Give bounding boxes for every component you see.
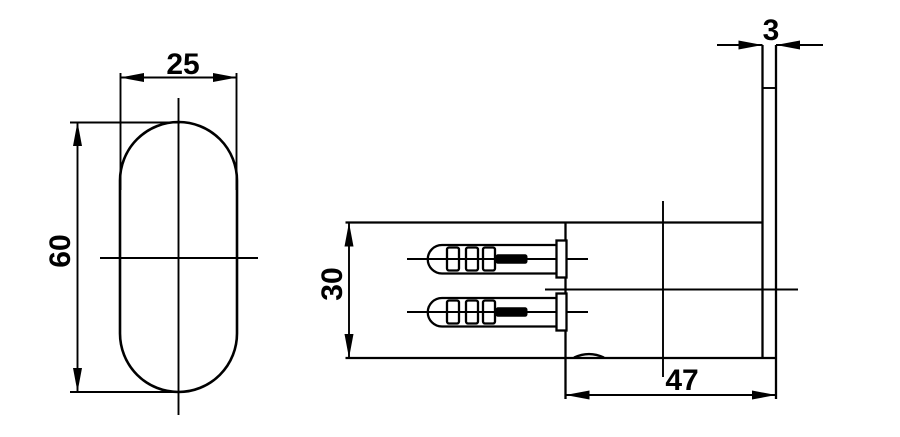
plug-slot-2 (464, 299, 480, 325)
dim-plate-thickness: 3 (717, 14, 823, 50)
dim-height: 60 (44, 121, 180, 393)
arrowhead-up (73, 122, 82, 146)
front-view: 25 60 (44, 48, 258, 415)
plug-capsule (426, 243, 557, 275)
arrowhead-left (565, 390, 590, 400)
arrowhead-right (752, 390, 776, 400)
arrowhead-pointing-right (738, 40, 763, 50)
arrowhead-down (73, 368, 82, 392)
arrowhead-pointing-left (776, 40, 800, 50)
dim-width-value: 25 (166, 48, 199, 81)
dim-projection-depth: 47 (565, 364, 776, 400)
arrowhead-right (213, 73, 237, 82)
dim-width: 25 (119, 48, 238, 190)
arrowhead-down (344, 334, 354, 358)
arrowhead-left (120, 73, 144, 82)
plug-slot-2 (464, 246, 480, 272)
plug-slot-1 (445, 246, 461, 272)
plug-slot-3 (481, 246, 497, 272)
dim-thickness-value: 3 (763, 14, 780, 47)
oval-outline (118, 120, 239, 394)
screw-shank (495, 307, 528, 317)
dim-depth-value: 47 (665, 364, 698, 397)
plug-slot-1 (445, 299, 461, 325)
wall-plate (761, 45, 778, 399)
wall-anchor-top (407, 239, 588, 279)
screw-shank (495, 254, 528, 264)
plug-collar (555, 239, 568, 279)
dim-body-height: 30 (316, 222, 354, 358)
plug-slot-3 (481, 299, 497, 325)
wall-anchor-bottom (407, 292, 588, 332)
dim-body-height-value: 30 (316, 267, 349, 300)
plug-collar (555, 292, 568, 332)
dim-height-value: 60 (44, 234, 77, 267)
bottom-fillet-bump (573, 352, 605, 359)
hook-body (345, 201, 798, 399)
side-view: 3 30 47 (316, 14, 823, 400)
plug-capsule (426, 296, 557, 328)
arrowhead-up (344, 222, 354, 247)
